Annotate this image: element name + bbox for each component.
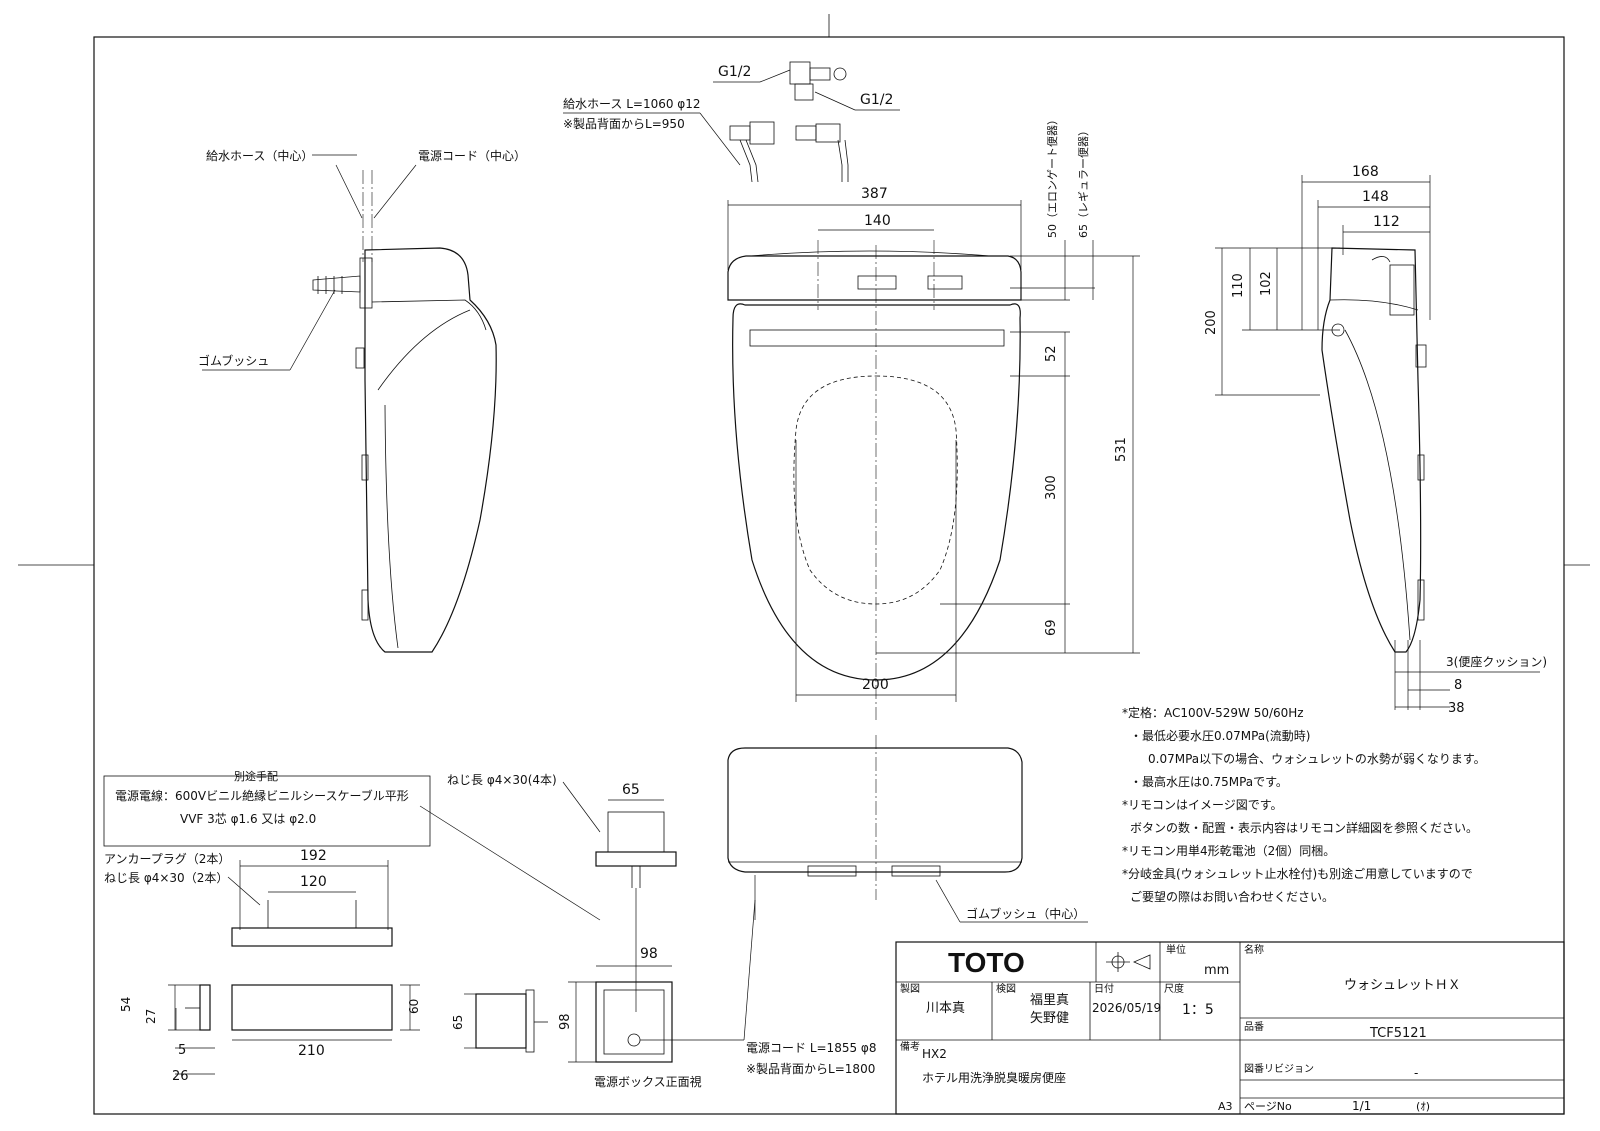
unit-value: mm	[1204, 963, 1229, 978]
dim-5: 5	[178, 1043, 186, 1058]
drawn-label: 製図	[900, 982, 920, 995]
checked-value-1: 福里真	[1030, 993, 1069, 1008]
note-low-pressure: 0.07MPa以下の場合、ウォシュレットの水勢が弱くなります。	[1148, 751, 1486, 766]
note-rating: *定格：AC100V-529W 50/60Hz	[1122, 705, 1304, 720]
dim-27: 27	[144, 1009, 158, 1024]
paper-size: A3	[1218, 1100, 1233, 1113]
note-remote-image: *リモコンはイメージ図です。	[1122, 798, 1283, 812]
dim-52: 52	[1044, 345, 1059, 362]
scale-value: 1：5	[1182, 1002, 1214, 1018]
name-label: 名称	[1244, 943, 1264, 956]
dim-60: 60	[407, 999, 421, 1014]
mounting-plate-views	[168, 860, 420, 1075]
remarks-value-1: HX2	[922, 1047, 947, 1061]
dim-65: 65	[622, 782, 640, 798]
label-power-cord-note: ※製品背面からL=1800	[746, 1062, 875, 1076]
label-g12-a: G1/2	[718, 64, 751, 80]
checked-label: 検図	[996, 982, 1016, 995]
scale-label: 尺度	[1164, 982, 1184, 995]
unit-label: 単位	[1166, 943, 1186, 956]
note-min-pressure: ・最低必要水圧0.07MPa(流動時)	[1130, 729, 1311, 743]
checked-value-2: 矢野健	[1030, 1011, 1069, 1026]
note-battery: *リモコン用単4形乾電池（2個）同梱。	[1122, 844, 1335, 858]
dim-110: 110	[1231, 273, 1246, 298]
label-g12-b: G1/2	[860, 92, 893, 108]
dim-98-vertical: 98	[558, 1013, 573, 1030]
supply-fittings	[563, 61, 900, 183]
drawn-value: 川本真	[926, 1001, 965, 1016]
dim-26: 26	[172, 1069, 189, 1084]
page-value: 1/1	[1352, 1099, 1371, 1113]
dim-200: 200	[862, 677, 889, 693]
title-block	[895, 941, 1565, 1115]
left-side-view	[202, 154, 497, 653]
label-cushion: 3(便座クッション)	[1446, 654, 1547, 669]
dim-69: 69	[1044, 619, 1059, 636]
label-supply-hose-note: ※製品背面からL=950	[563, 117, 685, 131]
dim-54: 54	[119, 997, 133, 1012]
label-elongated: 50（エロンゲート便器）	[1046, 114, 1059, 238]
dim-168: 168	[1352, 164, 1379, 180]
dim-387: 387	[861, 186, 888, 202]
dim-98-horizontal: 98	[640, 946, 658, 962]
separate-line2: VVF 3芯 φ1.6 又は φ2.0	[180, 812, 316, 826]
dim-210: 210	[298, 1043, 325, 1059]
dim-148: 148	[1362, 189, 1389, 205]
dim-38: 38	[1448, 701, 1465, 716]
dim-200-vertical: 200	[1204, 310, 1219, 335]
model-label: 品番	[1244, 1021, 1264, 1033]
label-regular: 65（レギュラー便器）	[1077, 125, 1090, 238]
label-power-cord: 電源コード L=1855 φ8	[746, 1041, 876, 1055]
label-screw-4: ねじ長 φ4×30(4本)	[447, 773, 557, 787]
dim-112: 112	[1373, 214, 1400, 230]
dim-102: 102	[1259, 271, 1274, 296]
note-max-pressure: ・最高水圧は0.75MPaです。	[1130, 774, 1288, 789]
top-view	[727, 200, 1140, 720]
label-supply-hose: 給水ホース L=1060 φ12	[563, 97, 701, 111]
power-box-views	[464, 781, 756, 1063]
dim-65-vertical: 65	[451, 1015, 465, 1030]
dim-140: 140	[864, 213, 891, 229]
remarks-value-2: ホテル用洗浄脱臭暖房便座	[922, 1070, 1066, 1085]
dim-120: 120	[300, 874, 327, 890]
note-inquiry: ご要望の際はお問い合わせください。	[1130, 889, 1334, 904]
label-screw-2: ねじ長 φ4×30（2本）	[104, 871, 228, 885]
model-value: TCF5121	[1369, 1026, 1427, 1041]
label-rubber-bush-center: ゴムブッシュ（中心）	[966, 906, 1085, 921]
revision-value: -	[1414, 1066, 1418, 1080]
page-label: ページNo	[1244, 1100, 1292, 1113]
rear-view	[727, 735, 1088, 923]
date-label: 日付	[1094, 982, 1114, 995]
dim-300: 300	[1044, 475, 1059, 500]
separate-line1: 電源電線：600Vビニル絶縁ビニルシースケーブル平形	[115, 788, 409, 803]
logo-toto: TOTO	[948, 947, 1025, 978]
page-suffix: (ｵ)	[1416, 1100, 1430, 1113]
dim-531: 531	[1114, 437, 1129, 462]
separate-arrangement-box	[103, 775, 601, 921]
remarks-label: 備考	[900, 1040, 920, 1053]
separate-heading: 別途手配	[234, 769, 278, 783]
right-side-view	[1215, 175, 1540, 710]
label-anchor: アンカープラグ（2本）	[104, 852, 230, 866]
dim-8: 8	[1454, 678, 1462, 693]
label-rubber-bush: ゴムブッシュ	[198, 353, 269, 368]
note-remote-buttons: ボタンの数・配置・表示内容はリモコン詳細図を参照ください。	[1130, 820, 1478, 835]
revision-label: 図番リビジョン	[1244, 1063, 1314, 1075]
name-value: ウォシュレットＨＸ	[1344, 978, 1461, 993]
label-power-cord-center: 電源コード（中心）	[418, 148, 526, 163]
date-value: 2026/05/19	[1092, 1001, 1161, 1015]
note-branch-fitting: *分岐金具(ウォシュレット止水栓付)も別途ご用意していますので	[1122, 866, 1473, 881]
label-supply-hose-center: 給水ホース（中心）	[206, 148, 313, 163]
dim-192: 192	[300, 848, 327, 864]
label-power-box-front: 電源ボックス正面視	[594, 1074, 702, 1089]
drawing-frame	[93, 36, 1565, 1115]
